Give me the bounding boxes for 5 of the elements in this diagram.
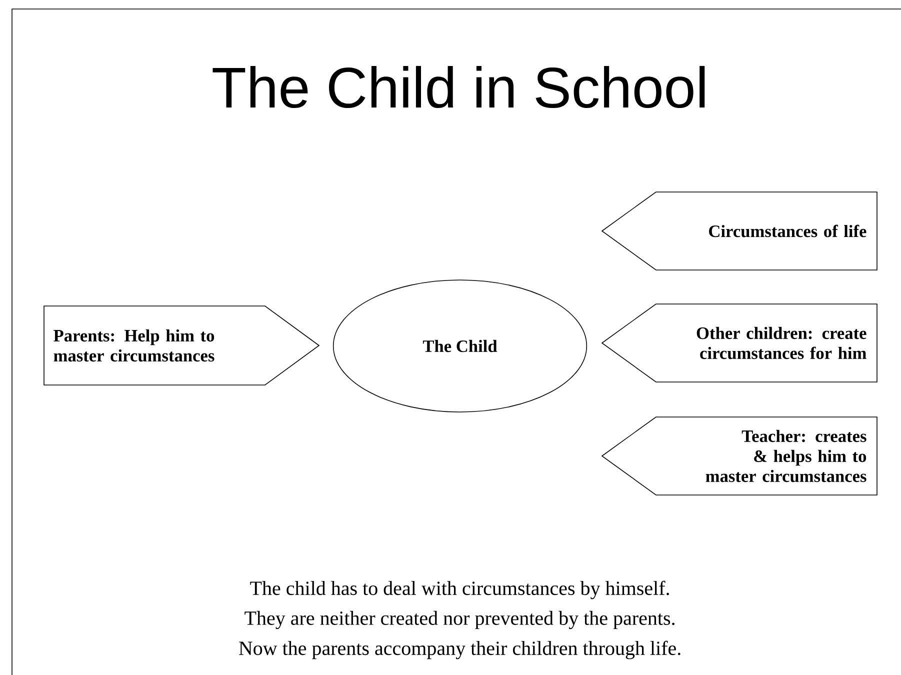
- note-text: Now the parents accompany their children through life.: [239, 640, 680, 660]
- note-text: The child has to deal with circumstances by himself.: [250, 580, 669, 600]
- ellipse-node: The Child: [332, 280, 588, 412]
- title: The Child in School: [212, 66, 705, 108]
- note-text: They are neither created nor prevented by the parents.: [244, 610, 674, 630]
